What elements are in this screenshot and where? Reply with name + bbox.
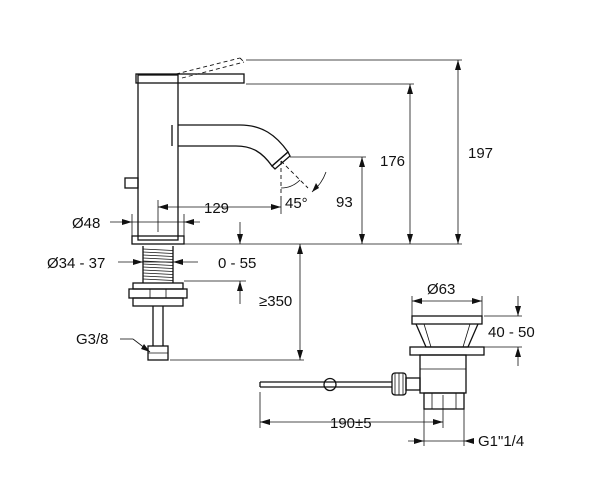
dim-129: 129: [157, 200, 282, 232]
waste-body: [419, 354, 467, 394]
threaded-shank: [142, 246, 174, 283]
thread-line: [142, 266, 174, 269]
label-93: 93: [336, 194, 353, 211]
dim-350: ≥350: [259, 244, 303, 360]
pop-up-waste: [259, 315, 485, 410]
waste-tail: [423, 392, 465, 410]
label-d48: Ø48: [72, 215, 100, 232]
thread-line: [142, 278, 174, 281]
thread-line: [142, 269, 174, 272]
thread-line: [142, 263, 174, 266]
dim-45deg: 45°: [280, 160, 327, 212]
label-d63: Ø63: [427, 281, 455, 298]
thread-line: [142, 275, 174, 278]
label-d34-37: Ø34 - 37: [47, 255, 105, 272]
fixing-nut: [128, 288, 188, 299]
dim-d48: Ø48: [72, 214, 200, 236]
thread-line: [142, 257, 174, 260]
dim-d63: Ø63: [411, 281, 483, 316]
waste-ring: [409, 346, 485, 356]
dim-197: 197: [455, 60, 493, 244]
faucet-body: [137, 74, 179, 241]
waste-flange: [411, 315, 483, 325]
label-45: 45°: [285, 195, 308, 212]
faucet: [124, 73, 291, 361]
spout: [178, 124, 289, 167]
dim-d34-37: Ø34 - 37: [47, 255, 198, 272]
thread-line: [142, 254, 174, 257]
dim-190: 190±5: [259, 392, 444, 432]
label-176: 176: [380, 153, 405, 170]
thread-line: [142, 272, 174, 275]
washer-bottom: [132, 297, 184, 307]
label-129: 129: [204, 200, 229, 217]
lever-open-bottom: [181, 61, 245, 79]
label-g114: G1"1/4: [478, 433, 524, 450]
base-plate: [131, 235, 185, 245]
label-350: ≥350: [259, 293, 292, 310]
rod-clip: [323, 377, 337, 392]
dim-g114: G1"1/4: [408, 409, 524, 450]
aerator: [271, 150, 291, 170]
dim-176: 176: [380, 84, 413, 244]
dim-93: 93: [336, 157, 365, 244]
rod-nut: [405, 377, 421, 391]
label-190: 190±5: [330, 415, 372, 432]
dim-0-55: 0 - 55: [218, 222, 256, 304]
label-0-55: 0 - 55: [218, 255, 256, 272]
pop-up-knob: [124, 177, 139, 189]
label-g38: G3/8: [76, 331, 109, 348]
callout-g38: G3/8: [76, 331, 151, 353]
label-40-50: 40 - 50: [488, 324, 535, 341]
lever-open-top: [175, 57, 241, 75]
label-197: 197: [468, 145, 493, 162]
lever-handle: [135, 73, 245, 84]
thread-line: [142, 251, 174, 254]
washer-top: [132, 282, 184, 290]
dim-40-50: 40 - 50: [484, 296, 535, 366]
thread-line: [142, 248, 174, 251]
